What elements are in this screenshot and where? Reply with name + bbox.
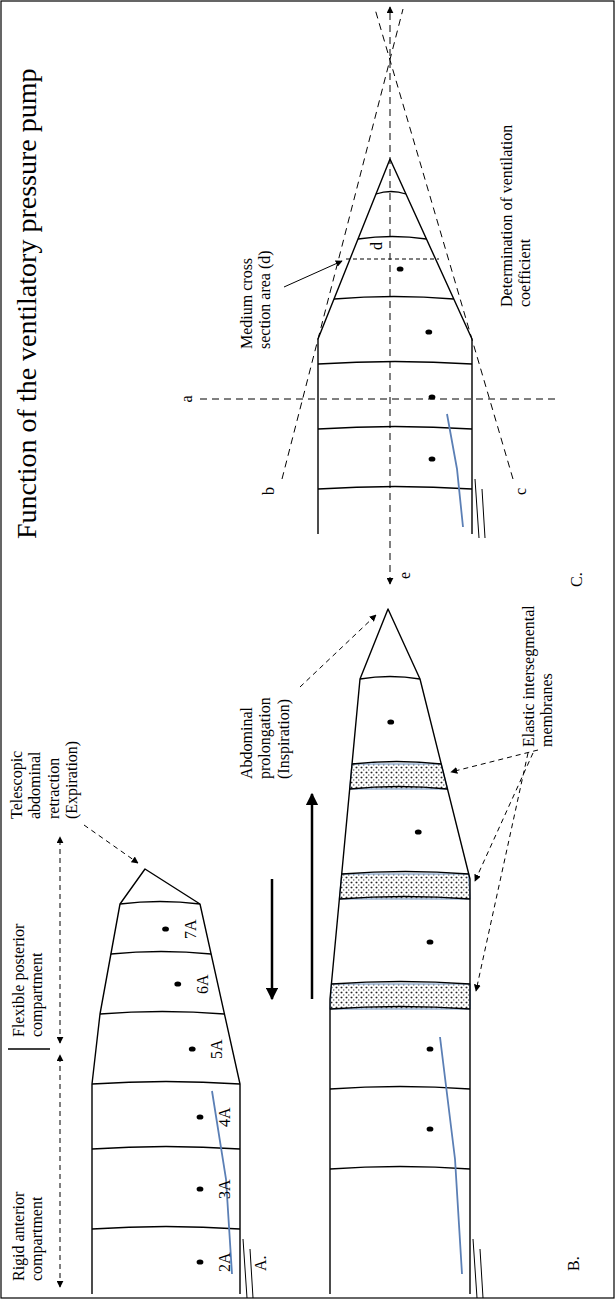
segment-number: 3A — [216, 1179, 234, 1199]
thorax-stub — [243, 1239, 253, 1298]
line-letter: c — [512, 486, 530, 497]
segment-boundary — [331, 982, 470, 985]
panel-letter: C. — [568, 572, 586, 587]
abdomen-outline — [318, 159, 472, 534]
annotation-text: Medium cross section area (d) — [238, 212, 275, 351]
spiracle — [427, 1126, 434, 1131]
panel-letter: A. — [252, 1255, 270, 1271]
segment-boundary — [120, 902, 200, 905]
spiracle — [425, 329, 432, 334]
spiracle — [162, 926, 169, 931]
segment-boundary — [339, 897, 470, 900]
spiracle — [429, 394, 436, 399]
leader-line — [476, 753, 528, 991]
spiracle — [415, 829, 422, 834]
segment-boundary — [100, 1012, 224, 1015]
annotation-text: Abdominal prolongation (Inspiration) — [238, 661, 293, 779]
segment-boundary — [334, 297, 454, 300]
motion-arrow — [311, 794, 314, 999]
abdomen-outline — [92, 869, 240, 1294]
segment-boundary — [350, 787, 448, 790]
spiracle — [427, 1046, 434, 1051]
intersegmental-membrane — [330, 984, 470, 1009]
pleural-line — [447, 414, 463, 527]
cross-section-d — [346, 258, 439, 259]
spiracle — [429, 456, 436, 461]
spiracle — [197, 1114, 204, 1119]
segment-number: 6A — [194, 974, 212, 994]
segment-boundary — [92, 1082, 240, 1085]
compartment-label: Flexible posterior compartment — [10, 902, 47, 1037]
axis-line-e — [390, 7, 391, 584]
line-letter: e — [396, 570, 414, 581]
segment-boundary — [318, 487, 472, 490]
leader-line — [451, 750, 538, 772]
segment-boundary — [376, 192, 406, 195]
divider-bar — [8, 1048, 50, 1050]
segment-boundary — [92, 1147, 240, 1150]
line-letter: d — [368, 240, 386, 252]
leader-line — [84, 825, 138, 863]
span-arrow — [60, 837, 61, 1043]
compartment-label: Rigid anterior compartment — [10, 1161, 47, 1281]
segment-number: 7A — [182, 919, 200, 939]
leader-line — [475, 753, 533, 881]
segment-boundary — [330, 1087, 470, 1090]
tangent-line-c — [375, 9, 513, 479]
annotation-text: Elastic intersegmental membranes — [520, 567, 557, 747]
spiracle — [427, 939, 434, 944]
spiracle — [174, 981, 181, 986]
segment-number: 2A — [216, 1252, 234, 1272]
segment-boundary — [358, 237, 426, 240]
abdomen-outline — [330, 609, 470, 1294]
motion-arrow — [271, 879, 274, 999]
panel-letter: B. — [565, 1256, 583, 1271]
span-arrow — [60, 1055, 61, 1287]
segment-boundary — [111, 952, 211, 955]
spiracle — [197, 1186, 204, 1191]
segment-boundary — [342, 872, 469, 875]
segment-boundary — [360, 677, 420, 680]
leader-line — [300, 615, 376, 687]
segment-boundary — [330, 1007, 470, 1010]
annotation-text: Telescopic abdominal retraction (Expirat… — [8, 724, 82, 819]
tangent-line-b — [282, 9, 403, 479]
spiracle — [189, 1046, 196, 1051]
annotation-text: Determination of ventilation coefficient — [498, 100, 535, 309]
intersegmental-membrane — [350, 764, 448, 789]
axis-line-a — [200, 399, 560, 400]
thorax-stub — [473, 1239, 483, 1298]
segment-boundary — [352, 762, 441, 765]
segment-boundary — [92, 1227, 240, 1230]
segment-number: 4A — [216, 1107, 234, 1127]
intersegmental-membrane — [339, 874, 470, 899]
spiracle — [197, 1259, 204, 1264]
spiracle — [397, 266, 404, 271]
line-letter: a — [178, 393, 196, 404]
segment-number: 5A — [208, 1039, 226, 1059]
leader-line — [284, 261, 342, 287]
line-letter: b — [260, 485, 278, 497]
figure-title: Function of the ventilatory pressure pum… — [12, 69, 43, 539]
segment-boundary — [318, 362, 472, 365]
segment-boundary — [330, 1167, 470, 1170]
spiracle — [387, 719, 394, 724]
pleural-line — [440, 1037, 462, 1274]
thorax-stub — [475, 479, 485, 538]
